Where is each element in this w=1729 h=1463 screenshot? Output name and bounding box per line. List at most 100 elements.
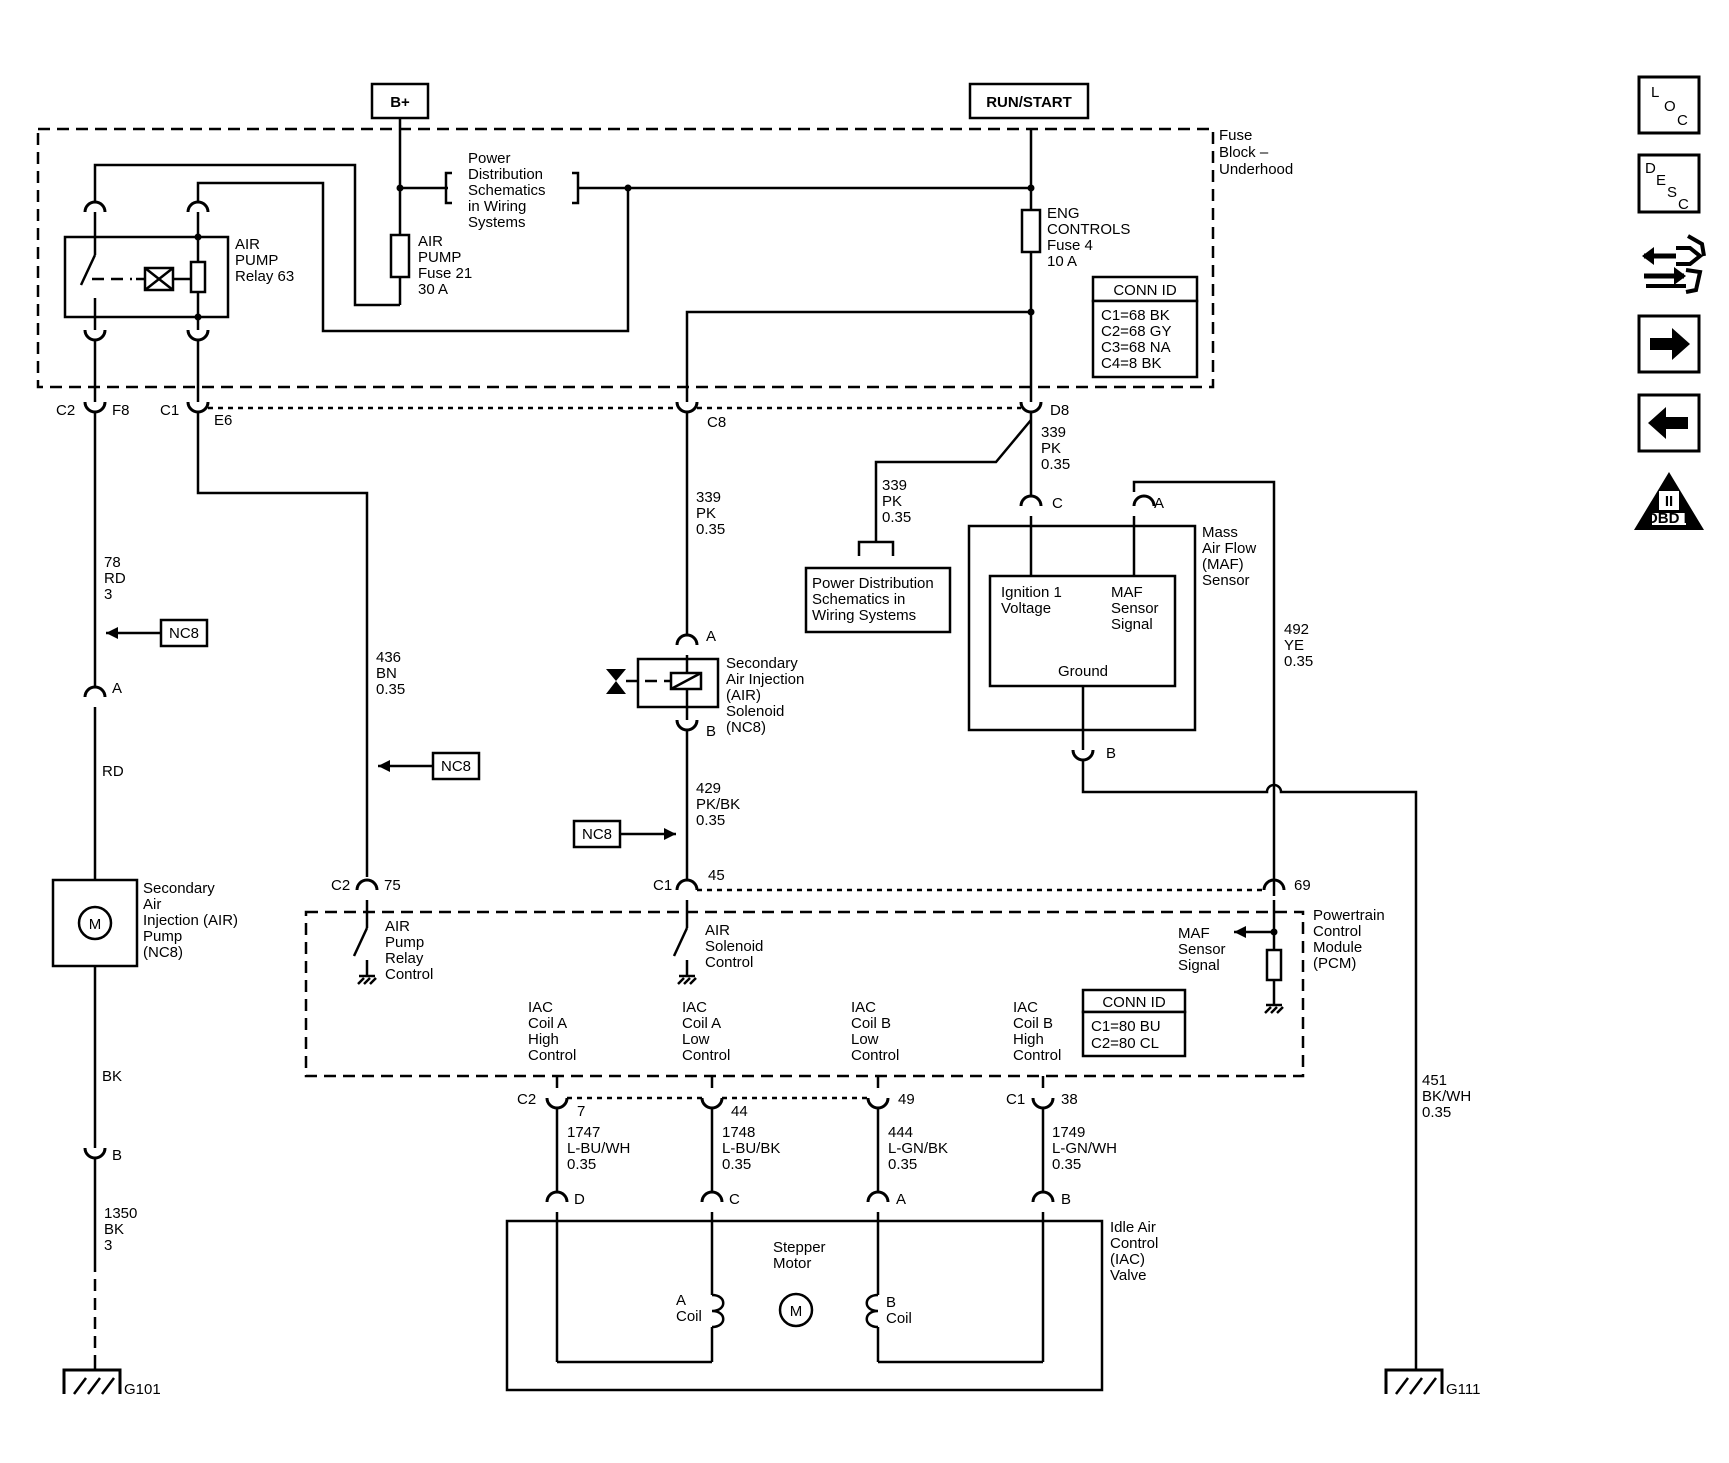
iac-valve-title: Idle Air Control (IAC) Valve bbox=[1110, 1219, 1163, 1284]
svg-text:NC8: NC8 bbox=[441, 758, 471, 775]
wire-1748-label: 1748 L-BU/BK 0.35 bbox=[722, 1124, 785, 1173]
pcm-c2-top-label: C2 bbox=[331, 877, 350, 894]
svg-text:C: C bbox=[1678, 196, 1689, 213]
svg-text:M: M bbox=[89, 916, 102, 933]
nc8-tag-pump: NC8 bbox=[106, 618, 209, 648]
air-pump-motor: M bbox=[51, 878, 139, 968]
g111-label: G111 bbox=[1446, 1381, 1480, 1398]
iac-pin-b-label: B bbox=[1061, 1191, 1071, 1208]
connector-icon[interactable] bbox=[1642, 234, 1706, 294]
pin-7-label: 7 bbox=[577, 1103, 585, 1120]
maf-pin-c-label: C bbox=[1052, 495, 1063, 512]
maf-signal-input bbox=[1234, 900, 1284, 1014]
wire-429-label: 429 PK/BK 0.35 bbox=[696, 780, 744, 829]
obd-ii-icon[interactable]: II OBD II bbox=[1634, 472, 1704, 530]
svg-text:OBD II: OBD II bbox=[1646, 510, 1692, 527]
air-pump-relay-control-label: AIR Pump Relay Control bbox=[385, 918, 433, 983]
fuse-21-label: AIR PUMP Fuse 21 30 A bbox=[418, 233, 476, 298]
iac-valve-connectors bbox=[545, 1190, 1055, 1203]
relay-63-label: AIR PUMP Relay 63 bbox=[235, 236, 294, 285]
maf-pin-a-label: A bbox=[1154, 495, 1164, 512]
air-pump-relay-63 bbox=[63, 233, 230, 321]
pin-75-label: 75 bbox=[384, 877, 401, 894]
g101-label: G101 bbox=[124, 1381, 161, 1398]
pds-reference-box-lower: Power Distribution Schematics in Wiring … bbox=[804, 566, 952, 634]
desc-icon[interactable]: D E S C bbox=[1637, 153, 1701, 214]
wire-78-label: 78 RD 3 bbox=[104, 554, 130, 603]
pcm-top-connectors bbox=[355, 878, 1286, 892]
pcm-bottom-connectors bbox=[545, 1096, 1055, 1110]
svg-text:D: D bbox=[1645, 160, 1656, 177]
nc8-tag-relay-control: NC8 bbox=[378, 751, 481, 781]
pin-d8-label: D8 bbox=[1050, 402, 1069, 419]
svg-text:Power Distribution: Power Distribution Schematics in Wiring … bbox=[468, 150, 550, 231]
air-solenoid-label: Secondary Air Injection (AIR) Solenoid (… bbox=[726, 655, 809, 736]
pin-e6-label: E6 bbox=[214, 412, 232, 429]
iac-coil-a-high-control-label: IAC Coil A High Control bbox=[528, 999, 576, 1064]
bplus-source: B+ bbox=[370, 82, 430, 120]
wire-492-label: 492 YE 0.35 bbox=[1284, 621, 1313, 670]
iac-pin-c-label: C bbox=[729, 1191, 740, 1208]
loc-icon[interactable]: L O C bbox=[1637, 75, 1701, 135]
svg-text:C1=80 BU C2=80 CL: C1=80 BU C2=80 CL bbox=[1091, 1018, 1165, 1052]
maf-pin-b-label: B bbox=[1106, 745, 1116, 762]
bplus-label: B+ bbox=[390, 94, 410, 111]
air-solenoid-control-label: AIR Solenoid Control bbox=[705, 922, 768, 971]
iac-pin-a-label: A bbox=[896, 1191, 906, 1208]
pcm-outline bbox=[304, 910, 1305, 1078]
maf-sensor-signal-label: MAF Sensor Signal bbox=[1178, 925, 1230, 974]
wire-rd-label: RD bbox=[102, 763, 124, 780]
wire-339-upper-label: 339 PK 0.35 bbox=[1041, 424, 1070, 473]
maf-title: Mass Air Flow (MAF) Sensor bbox=[1202, 524, 1260, 589]
svg-text:S: S bbox=[1667, 184, 1677, 201]
fuse-block-title: Fuse Block – Underhood bbox=[1219, 127, 1293, 178]
air-solenoid bbox=[606, 657, 720, 709]
back-arrow-icon[interactable] bbox=[1637, 393, 1701, 453]
svg-text:CONN ID: CONN ID bbox=[1102, 994, 1166, 1011]
pin-c2-label: C2 bbox=[56, 402, 75, 419]
run-start-label: RUN/START bbox=[986, 94, 1072, 111]
ground-g101 bbox=[62, 1355, 122, 1395]
wire-bk-label: BK bbox=[102, 1068, 122, 1085]
svg-text:Ground: Ground bbox=[1058, 663, 1108, 680]
svg-text:C: C bbox=[1677, 112, 1688, 129]
wire-436-label: 436 BN 0.35 bbox=[376, 649, 405, 698]
svg-text:CONN ID: CONN ID bbox=[1113, 282, 1177, 299]
iac-coil-b-high-control-label: IAC Coil B High Control bbox=[1013, 999, 1061, 1064]
svg-text:A Coil: A Coil bbox=[676, 1292, 702, 1325]
pin-f8-label: F8 bbox=[112, 402, 130, 419]
air-solenoid-control-switch bbox=[672, 900, 697, 985]
svg-text:Ignition 1 Voltage: Ignition 1 Voltage bbox=[1001, 584, 1066, 617]
svg-text:Stepper Motor: Stepper Motor bbox=[773, 1239, 830, 1272]
iac-pin-d-label: D bbox=[574, 1191, 585, 1208]
pcm-conn-id: CONN ID C1=80 BU C2=80 CL bbox=[1081, 988, 1187, 1058]
pin-c8-label: C8 bbox=[707, 414, 726, 431]
svg-text:B Coil: B Coil bbox=[886, 1294, 912, 1327]
iac-coil-a-low-control-label: IAC Coil A Low Control bbox=[682, 999, 730, 1064]
wire-339-pds-label: 339 PK 0.35 bbox=[882, 477, 911, 526]
fuse-4-label: ENG CONTROLS Fuse 4 10 A bbox=[1047, 205, 1135, 270]
wire-1749-label: 1749 L-GN/WH 0.35 bbox=[1052, 1124, 1121, 1173]
next-arrow-icon[interactable] bbox=[1637, 314, 1701, 374]
pin-69-label: 69 bbox=[1294, 877, 1311, 894]
ground-g111 bbox=[1384, 1368, 1444, 1395]
pin-45-label: 45 bbox=[708, 867, 725, 884]
svg-text:E: E bbox=[1656, 172, 1666, 189]
svg-text:NC8: NC8 bbox=[169, 625, 199, 642]
wire-1350-label: 1350 BK 3 bbox=[104, 1205, 142, 1254]
wire-451-label: 451 BK/WH 0.35 bbox=[1422, 1072, 1475, 1121]
svg-text:C1=68 BK C2=68 GY: C1=68 BK C2=68 GY C3=68 NA C4=8 BK bbox=[1101, 307, 1175, 372]
wire-1747-label: 1747 L-BU/WH 0.35 bbox=[567, 1124, 635, 1173]
nc8-tag-solenoid: NC8 bbox=[572, 819, 676, 849]
fuse-block-conn-id: CONN ID C1=68 BK C2=68 GY C3=68 NA C4=8 … bbox=[1091, 275, 1199, 379]
svg-text:O: O bbox=[1664, 98, 1676, 115]
pcm-c1-bottom-label: C1 bbox=[1006, 1091, 1025, 1108]
fuse-block-outline bbox=[36, 127, 1215, 389]
pcm-c2-bottom-label: C2 bbox=[517, 1091, 536, 1108]
air-pump-label: Secondary Air Injection (AIR) Pump (NC8) bbox=[143, 880, 242, 961]
svg-text:NC8: NC8 bbox=[582, 826, 612, 843]
pcm-c1-top-label: C1 bbox=[653, 877, 672, 894]
solenoid-pin-b-label: B bbox=[706, 723, 716, 740]
iac-valve: M Stepper Motor A Coil B Coil bbox=[505, 1212, 1104, 1392]
